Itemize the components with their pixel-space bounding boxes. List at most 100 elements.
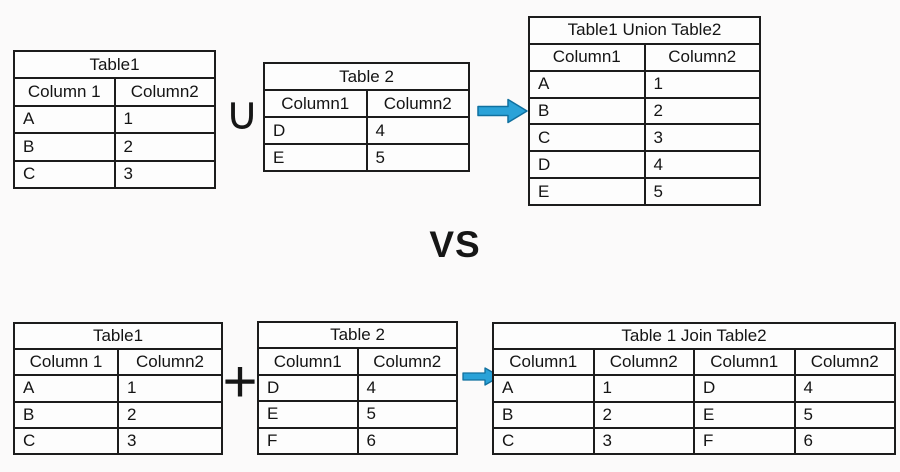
table-cell: 3 xyxy=(592,426,695,456)
column-header: Column2 xyxy=(113,77,216,107)
table-cell: 6 xyxy=(793,426,896,456)
column-header: Column1 xyxy=(257,347,359,376)
table-cell: D xyxy=(257,373,359,403)
table-title: Table1 xyxy=(13,49,216,80)
column-header: Column 1 xyxy=(13,348,119,377)
union-operator-icon: ∪ xyxy=(225,86,259,140)
table-cell: 1 xyxy=(592,374,695,403)
table-cell: B xyxy=(528,96,646,126)
column-header: Column2 xyxy=(793,348,896,377)
table-cell: F xyxy=(257,426,359,456)
table-cell: A xyxy=(13,104,116,135)
table-cell: 1 xyxy=(113,104,216,135)
column-header: Column1 xyxy=(492,348,595,377)
table-cell: D xyxy=(693,374,796,403)
table-title-row: Table1 xyxy=(13,321,223,351)
table-cell: A xyxy=(492,374,595,403)
table-cell: D xyxy=(528,150,646,180)
table-cell: C xyxy=(492,426,595,456)
table-cell: A xyxy=(528,69,646,99)
column-header: Column2 xyxy=(117,348,223,377)
table-cell: 1 xyxy=(643,69,761,99)
table-title: Table 1 Join Table2 xyxy=(492,321,896,351)
table-title: Table1 xyxy=(13,321,223,351)
table-cell: C xyxy=(528,123,646,153)
table-cell: B xyxy=(492,400,595,429)
table-cell: 3 xyxy=(117,426,223,456)
table-cell: B xyxy=(13,400,119,429)
table-title-row: Table1 xyxy=(13,49,216,80)
table-cell: 4 xyxy=(643,150,761,180)
table-cell: B xyxy=(13,132,116,162)
table-cell: 2 xyxy=(113,132,216,162)
table-cell: 5 xyxy=(365,143,470,172)
table-title-row: Table 2 xyxy=(263,62,470,91)
table-cell: E xyxy=(528,177,646,206)
table-cell: E xyxy=(257,400,359,429)
table-cell: 4 xyxy=(365,116,470,145)
vs-label: VS xyxy=(429,223,481,265)
table-cell: 2 xyxy=(592,400,695,429)
plus-operator-icon: + xyxy=(222,348,258,415)
column-header: Column2 xyxy=(643,42,761,72)
table-cell: 2 xyxy=(117,400,223,429)
column-header: Column1 xyxy=(528,42,646,72)
table-cell: 1 xyxy=(117,374,223,403)
column-header: Column1 xyxy=(263,89,368,118)
column-header: Column2 xyxy=(592,348,695,377)
table-title-row: Table 2 xyxy=(257,320,458,350)
table-cell: D xyxy=(263,116,368,145)
table-title: Table1 Union Table2 xyxy=(528,16,761,45)
table-cell: 6 xyxy=(356,426,458,456)
table-cell: A xyxy=(13,374,119,403)
table-cell: E xyxy=(263,143,368,172)
table-cell: E xyxy=(693,400,796,429)
column-header: Column2 xyxy=(365,89,470,118)
table-cell: 5 xyxy=(793,400,896,429)
table-cell: 4 xyxy=(793,374,896,403)
table-cell: F xyxy=(693,426,796,456)
table-title-row: Table1 Union Table2 xyxy=(528,16,761,45)
column-header: Column 1 xyxy=(13,77,116,107)
column-header: Column2 xyxy=(356,347,458,376)
table-title: Table 2 xyxy=(263,62,470,91)
table-cell: 3 xyxy=(643,123,761,153)
table-cell: 2 xyxy=(643,96,761,126)
table-cell: 4 xyxy=(356,373,458,403)
table-cell: 3 xyxy=(113,159,216,190)
